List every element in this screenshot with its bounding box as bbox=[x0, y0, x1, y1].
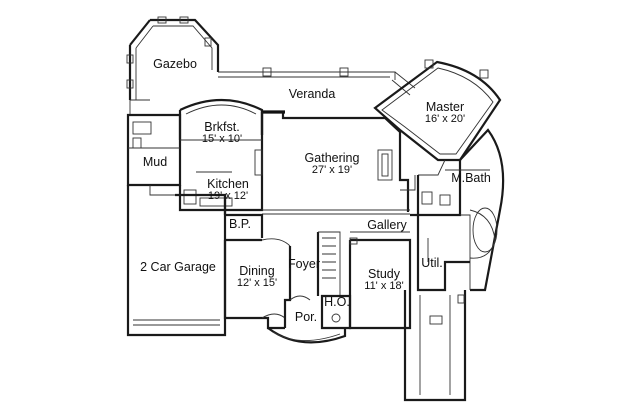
master-structure bbox=[373, 59, 502, 176]
room-gazebo-name: Gazebo bbox=[153, 57, 197, 71]
main-walls bbox=[178, 110, 416, 215]
room-mbath: M.Bath bbox=[451, 171, 491, 185]
room-foyer: Foyer bbox=[288, 257, 320, 271]
room-study: Study 11' x 18' bbox=[364, 267, 404, 293]
room-bp-name: B.P. bbox=[228, 217, 252, 231]
room-por-name: Por. bbox=[294, 310, 318, 324]
room-master: Master 16' x 20' bbox=[424, 100, 466, 126]
room-dining-name: Dining bbox=[239, 264, 275, 278]
room-study-dims: 11' x 18' bbox=[364, 280, 404, 293]
room-mbath-name: M.Bath bbox=[451, 171, 491, 185]
room-kitchen-name: Kitchen bbox=[207, 177, 249, 191]
room-gallery-name: Gallery bbox=[367, 218, 407, 232]
room-por: Por. bbox=[294, 310, 318, 324]
room-brkfst-name: Brkfst. bbox=[204, 120, 240, 134]
dining-structure bbox=[223, 213, 291, 330]
room-study-name: Study bbox=[368, 267, 400, 281]
kitchen-structure bbox=[180, 139, 263, 207]
room-brkfst: Brkfst. 15' x 10' bbox=[201, 120, 243, 146]
room-gallery: Gallery bbox=[367, 218, 407, 232]
room-master-dims: 16' x 20' bbox=[424, 113, 466, 126]
room-foyer-name: Foyer bbox=[288, 257, 320, 271]
room-gathering-dims: 27' x 19' bbox=[311, 164, 353, 177]
room-gathering: Gathering 27' x 19' bbox=[304, 151, 360, 177]
room-util: Util. bbox=[421, 256, 443, 270]
room-ho: H.O. bbox=[324, 295, 350, 309]
room-dining: Dining 12' x 15' bbox=[236, 264, 278, 290]
study-structure bbox=[348, 231, 412, 330]
room-garage-name: 2 Car Garage bbox=[140, 260, 216, 274]
room-veranda-name: Veranda bbox=[288, 87, 336, 101]
util-structure bbox=[403, 213, 470, 402]
room-master-name: Master bbox=[425, 100, 465, 114]
mbath-structure bbox=[416, 128, 505, 292]
room-bp: B.P. bbox=[228, 217, 252, 231]
room-kitchen-dims: 19' x 12' bbox=[207, 190, 249, 203]
room-dining-dims: 12' x 15' bbox=[236, 277, 278, 290]
room-mud: Mud bbox=[142, 155, 168, 169]
room-util-name: Util. bbox=[421, 256, 443, 270]
foyer-structure bbox=[267, 231, 347, 344]
room-veranda: Veranda bbox=[288, 87, 336, 101]
room-gazebo: Gazebo bbox=[153, 57, 197, 71]
room-garage: 2 Car Garage bbox=[140, 260, 216, 274]
room-ho-name: H.O. bbox=[324, 295, 350, 309]
gazebo-structure bbox=[126, 16, 220, 100]
room-gathering-name: Gathering bbox=[304, 151, 360, 165]
room-brkfst-dims: 15' x 10' bbox=[201, 133, 243, 146]
room-mud-name: Mud bbox=[142, 155, 168, 169]
veranda-structure bbox=[129, 67, 416, 115]
room-kitchen: Kitchen 19' x 12' bbox=[207, 177, 249, 203]
